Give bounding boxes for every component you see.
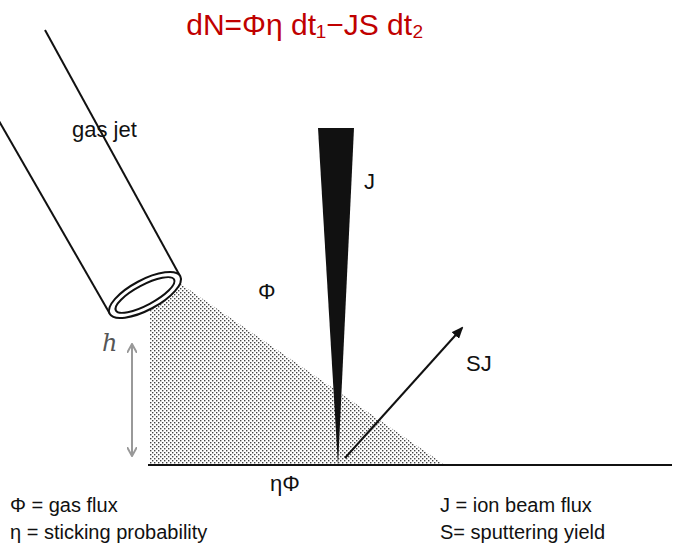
legend-note: J = ion beam flux: [440, 494, 592, 516]
height-symbol: h: [102, 330, 117, 356]
substrate-surface: [148, 464, 672, 466]
sputter-symbol: SJ: [466, 352, 492, 376]
legend-note: η = sticking probability: [10, 521, 207, 543]
equation-title: dN=Φη dt₁−JS dt₂: [186, 8, 424, 41]
beam-symbol: J: [364, 170, 375, 194]
legend-note: S= sputtering yield: [440, 521, 605, 543]
legend-note: Φ = gas flux: [10, 494, 118, 516]
height-arrow: [131, 345, 133, 455]
ion-beam: [318, 128, 354, 466]
flux-symbol: Φ: [258, 280, 276, 304]
part-label: gas jet: [72, 118, 137, 142]
gas-cone: [150, 282, 445, 465]
gas-jet-tube: [0, 30, 187, 327]
adsorbed-flux: ηΦ: [270, 472, 300, 496]
sputter-arrow: [345, 328, 462, 458]
